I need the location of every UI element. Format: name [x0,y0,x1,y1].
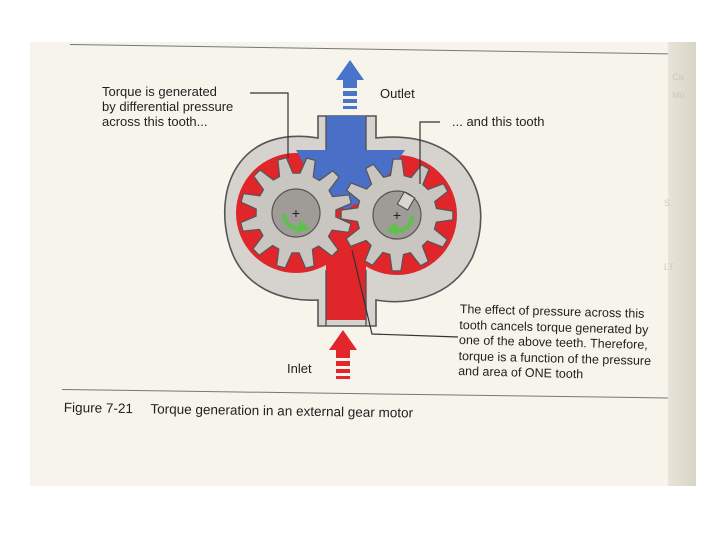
outlet-arrow-icon [336,60,364,109]
right-rotation-arrowhead-icon [386,222,399,235]
effect-leader-line [351,249,459,338]
effect-note: The effect of pressure across this tooth… [458,302,652,385]
inlet-label: Inlet [287,361,312,376]
margin-ghost-text-2: Mo [672,90,685,100]
right-gear-plus-icon: + [393,207,401,223]
torque-note-line-2: by differential pressure [102,99,234,114]
margin-ghost-text-1: Ca [672,72,684,82]
left-rotation-arrowhead-icon [297,220,310,233]
right-gear-key [396,191,416,211]
and-tooth-leader-line [419,121,440,184]
torque-leader-line [250,92,289,158]
torque-note-line-3: across this tooth... [102,114,208,129]
torque-note-line-1: Torque is generated [102,84,217,99]
inlet-arrow-icon [329,330,357,379]
left-gear-hub [271,188,321,238]
torque-note: Torque is generated by differential pres… [102,84,233,129]
and-tooth-label: ... and this tooth [452,114,545,129]
figure-number: Figure 7-21 [63,400,134,417]
margin-ghost-text-4: LT [664,262,674,272]
margin-ghost-text-3: S. [664,198,673,208]
left-gear-plus-icon: + [292,205,300,221]
page-edge-shadow [668,42,696,486]
outlet-label: Outlet [380,86,415,101]
